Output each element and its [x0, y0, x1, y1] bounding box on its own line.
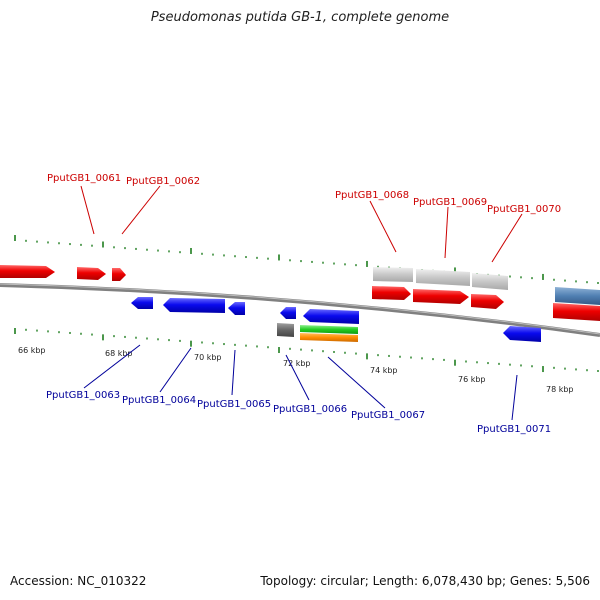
gene-label-pputgb1-0069[interactable]: PputGB1_0069 — [413, 197, 487, 208]
genome-summary-text: Topology: circular; Length: 6,078,430 bp… — [260, 574, 590, 588]
forward-gene-arrow[interactable] — [77, 267, 106, 280]
orange-feature[interactable] — [300, 333, 358, 342]
reverse-gene-arrow[interactable] — [228, 302, 245, 315]
scale-label: 68 kbp — [105, 349, 133, 358]
gene-label-pputgb1-0061[interactable]: PputGB1_0061 — [47, 173, 121, 184]
gene-label-pputgb1-0062[interactable]: PputGB1_0062 — [126, 176, 200, 187]
scale-labels: 66 kbp 68 kbp 70 kbp 72 kbp 74 kbp 76 kbp 78 k… — [18, 346, 574, 394]
scale-label: 76 kbp — [458, 375, 486, 384]
scale-label: 70 kbp — [194, 353, 222, 362]
forward-strand-genes — [0, 265, 600, 321]
genome-backbone — [0, 283, 600, 337]
scale-label: 74 kbp — [370, 366, 398, 375]
gene-label-pputgb1-0064[interactable]: PputGB1_0064 — [122, 395, 196, 406]
forward-gene-arrow[interactable] — [553, 303, 600, 321]
forward-gene-arrow[interactable] — [112, 268, 126, 281]
gene-label-pputgb1-0071[interactable]: PputGB1_0071 — [477, 424, 551, 435]
dark-grey-feature[interactable] — [277, 323, 294, 337]
gene-label-pputgb1-0070[interactable]: PputGB1_0070 — [487, 204, 561, 215]
forward-gene-arrow[interactable] — [471, 294, 504, 309]
forward-gene-labels: PputGB1_0061 PputGB1_0062 PputGB1_0068 P… — [47, 173, 561, 263]
map-title: Pseudomonas putida GB-1, complete genome — [150, 10, 450, 25]
forward-gene-arrow[interactable] — [413, 289, 469, 304]
gene-label-pputgb1-0067[interactable]: PputGB1_0067 — [351, 410, 425, 421]
gene-label-pputgb1-0066[interactable]: PputGB1_0066 — [273, 404, 347, 415]
reverse-gene-arrow[interactable] — [280, 307, 296, 319]
gene-label-pputgb1-0065[interactable]: PputGB1_0065 — [197, 399, 271, 410]
grey-feature[interactable] — [373, 267, 413, 282]
reverse-gene-labels: PputGB1_0063 PputGB1_0064 PputGB1_0065 P… — [46, 344, 551, 435]
gene-label-pputgb1-0068[interactable]: PputGB1_0068 — [335, 190, 409, 201]
reverse-gene-arrow[interactable] — [131, 297, 153, 309]
steel-feature[interactable] — [555, 287, 600, 305]
grey-feature[interactable] — [416, 269, 470, 286]
scale-label: 72 kbp — [283, 359, 311, 368]
accession-text: Accession: NC_010322 — [10, 574, 147, 588]
green-feature[interactable] — [300, 325, 358, 334]
forward-gene-arrow[interactable] — [372, 286, 411, 300]
grey-feature[interactable] — [472, 273, 508, 290]
reverse-strand-genes — [131, 297, 541, 342]
forward-gene-arrow[interactable] — [0, 265, 55, 278]
gene-label-pputgb1-0063[interactable]: PputGB1_0063 — [46, 390, 120, 401]
reverse-gene-arrow[interactable] — [303, 309, 359, 324]
scale-label: 78 kbp — [546, 385, 574, 394]
reverse-gene-arrow[interactable] — [503, 326, 541, 342]
reverse-gene-arrow[interactable] — [163, 298, 225, 313]
scale-label: 66 kbp — [18, 346, 46, 355]
